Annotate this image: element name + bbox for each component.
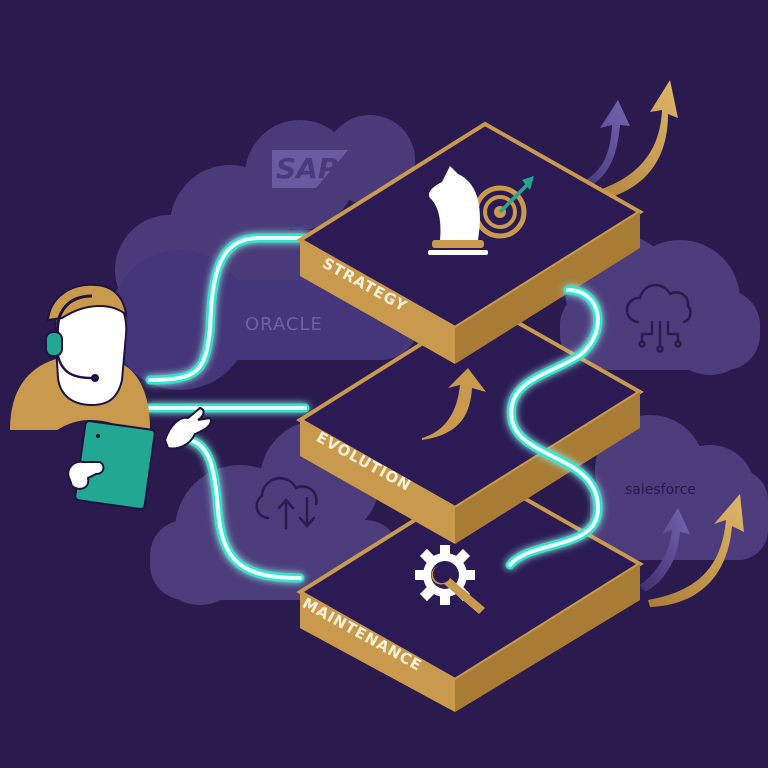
neon-connector-right (505, 285, 603, 570)
up-arrow-icon (422, 368, 486, 440)
cloud-sync-icon (255, 477, 318, 530)
platform-evolution (296, 301, 644, 544)
sap-logo-text: SAP (276, 152, 339, 185)
cloud-network-icon (625, 283, 692, 353)
knight-target-icon (428, 166, 534, 255)
oracle-logo-text: ORACLE (245, 314, 323, 335)
cloud-network (560, 235, 760, 375)
growth-arrows-bottom (640, 494, 744, 607)
salesforce-logo-text: salesforce (625, 482, 696, 498)
gear-wrench-icon (415, 545, 485, 614)
sap-logo (272, 150, 348, 188)
growth-arrows-top (560, 80, 678, 205)
support-agent-figure (10, 283, 212, 510)
neon-connectors-left (145, 233, 310, 583)
